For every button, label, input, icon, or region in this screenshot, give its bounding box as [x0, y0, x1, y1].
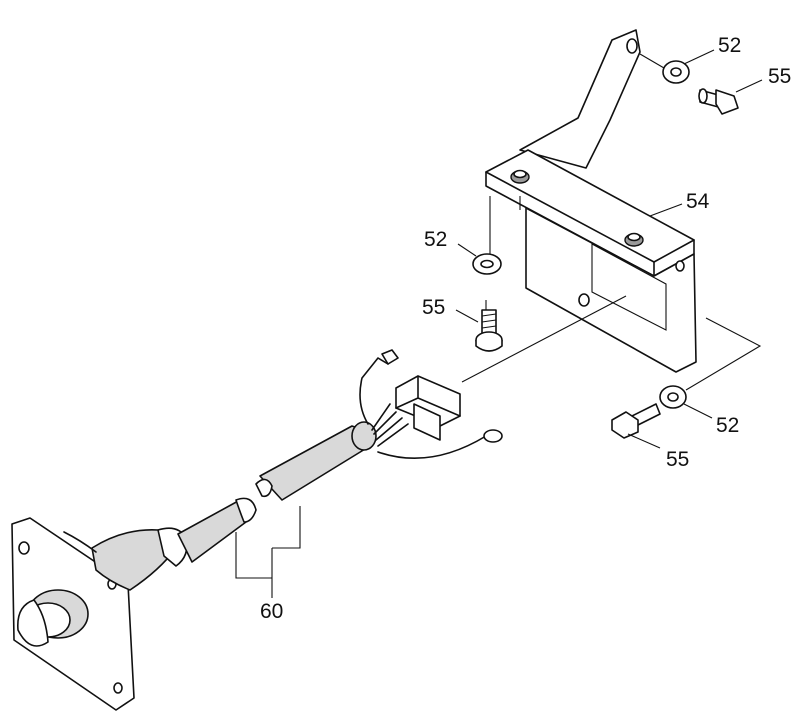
- bolt-top: [698, 88, 739, 115]
- washer-right: [659, 385, 687, 409]
- callout-bolt-right: 55: [666, 448, 689, 471]
- washer-left: [472, 253, 502, 275]
- callout-bracket: 54: [686, 190, 710, 213]
- callout-washer-top: 52: [718, 34, 741, 57]
- callout-leaders: [455, 49, 763, 449]
- wiring-harness: [11, 349, 503, 711]
- bolt-left: [475, 309, 503, 352]
- callout-washer-right: 52: [716, 414, 739, 437]
- callout-bolt-top: 55: [768, 65, 791, 88]
- washer-top: [662, 60, 690, 84]
- bolt-right: [611, 403, 661, 439]
- callout-harness: 60: [260, 600, 283, 623]
- callout-bolt-left: 55: [422, 296, 445, 319]
- callout-washer-left: 52: [424, 228, 447, 251]
- mounting-bracket: [485, 29, 697, 373]
